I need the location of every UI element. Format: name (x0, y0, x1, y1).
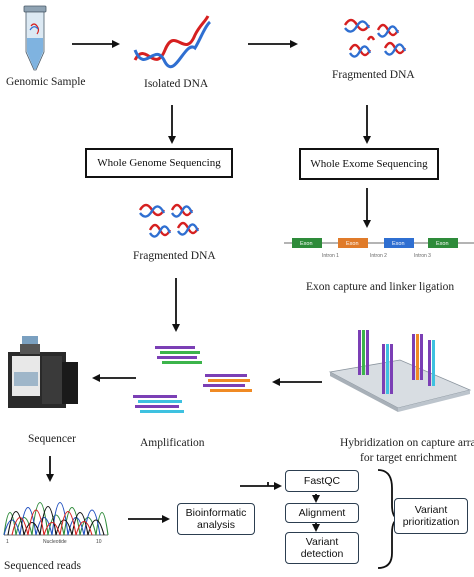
genomic-sample-label: Genomic Sample (6, 76, 86, 88)
variant-detection-box: Variant detection (285, 532, 359, 564)
exon-4 (428, 238, 458, 248)
exon-label-4: Exon (436, 241, 449, 247)
isolated-dna-icon (133, 15, 212, 69)
axis-end: 10 (96, 539, 102, 545)
exon-label-3: Exon (392, 241, 405, 247)
exon-1 (292, 238, 322, 248)
exon-3 (384, 238, 414, 248)
capture-array-icon (328, 330, 472, 412)
axis-mid: Nucleotide (43, 539, 67, 545)
alignment-box: Alignment (285, 503, 359, 523)
variant-prioritization-box: Variant prioritization (394, 498, 468, 534)
exon-diagram: Exon Exon Exon Exon Intron 1 Intron 2 In… (284, 238, 474, 259)
exon-capture-label: Exon capture and linker ligation (306, 281, 455, 293)
bioinformatic-box: Bioinformatic analysis (177, 503, 255, 535)
whole-genome-box: Whole Genome Sequencing (85, 148, 233, 178)
test-tube-icon (23, 5, 47, 71)
intron-label-1: Intron 1 (322, 253, 339, 259)
chromatogram-icon: 1 Nucleotide 10 (3, 501, 109, 545)
axis-start: 1 (6, 539, 9, 545)
fragmented-dna-mid-label: Fragmented DNA (133, 250, 216, 262)
sequenced-reads-label: Sequenced reads (4, 560, 81, 572)
whole-exome-box: Whole Exome Sequencing (299, 148, 439, 180)
fastqc-box: FastQC (285, 470, 359, 492)
fragmented-dna-mid-icon (138, 203, 200, 238)
fragmented-dna-top-label: Fragmented DNA (332, 69, 415, 81)
fragmented-dna-top-icon (343, 18, 407, 58)
sequencer-label: Sequencer (28, 433, 76, 445)
exon-label-2: Exon (346, 241, 359, 247)
amplification-label: Amplification (140, 437, 205, 449)
hybridization-label-1: Hybridization on capture array (340, 437, 474, 449)
exon-2 (338, 238, 368, 248)
amplification-icon (133, 346, 252, 413)
hybridization-label-2: for target enrichment (360, 452, 457, 464)
sequencer-icon (8, 336, 78, 408)
exon-label-1: Exon (300, 241, 313, 247)
intron-label-2: Intron 2 (370, 253, 387, 259)
intron-label-3: Intron 3 (414, 253, 431, 259)
isolated-dna-label: Isolated DNA (144, 78, 209, 90)
